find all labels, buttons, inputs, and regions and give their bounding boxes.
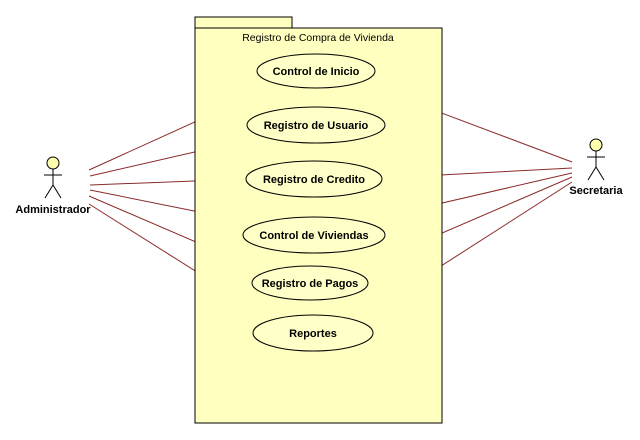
- actor-secretaria[interactable]: Secretaria: [569, 138, 623, 197]
- actor-label: Administrador: [15, 204, 91, 216]
- actor-leg-left: [587, 166, 597, 181]
- use-case-label: Registro de Pagos: [262, 278, 359, 290]
- actor-leg-left: [44, 184, 54, 199]
- use-case-registro-credito[interactable]: Registro de Credito: [245, 160, 383, 198]
- use-case-ellipse: [242, 216, 386, 254]
- use-case-registro-pagos[interactable]: Registro de Pagos: [251, 265, 369, 301]
- use-case-ellipse: [251, 265, 369, 301]
- use-case-label: Control de Viviendas: [259, 230, 368, 242]
- actor-leg-right: [52, 184, 62, 199]
- use-case-control-inicio[interactable]: Control de Inicio: [256, 53, 376, 89]
- actor-head-icon: [589, 138, 603, 152]
- package[interactable]: Registro de Compra de Vivienda: [194, 16, 443, 424]
- use-case-ellipse: [245, 160, 383, 198]
- package-title: Registro de Compra de Vivienda: [242, 32, 394, 44]
- use-case-ellipse: [246, 106, 386, 144]
- use-case-label: Control de Inicio: [273, 66, 360, 78]
- use-case-label: Registro de Usuario: [264, 120, 369, 132]
- use-case-reportes[interactable]: Reportes: [252, 314, 374, 352]
- package-tab: [194, 16, 293, 29]
- use-case-registro-usuario[interactable]: Registro de Usuario: [246, 106, 386, 144]
- use-case-control-viviendas[interactable]: Control de Viviendas: [242, 216, 386, 254]
- use-case-ellipse: [252, 314, 374, 352]
- use-case-ellipse: [256, 53, 376, 89]
- use-case-label: Registro de Credito: [263, 174, 365, 186]
- actor-leg-right: [595, 166, 605, 181]
- use-case-label: Reportes: [289, 328, 337, 340]
- actor-label: Secretaria: [569, 185, 623, 197]
- actor-administrador[interactable]: Administrador: [15, 156, 91, 216]
- actor-head-icon: [46, 156, 60, 170]
